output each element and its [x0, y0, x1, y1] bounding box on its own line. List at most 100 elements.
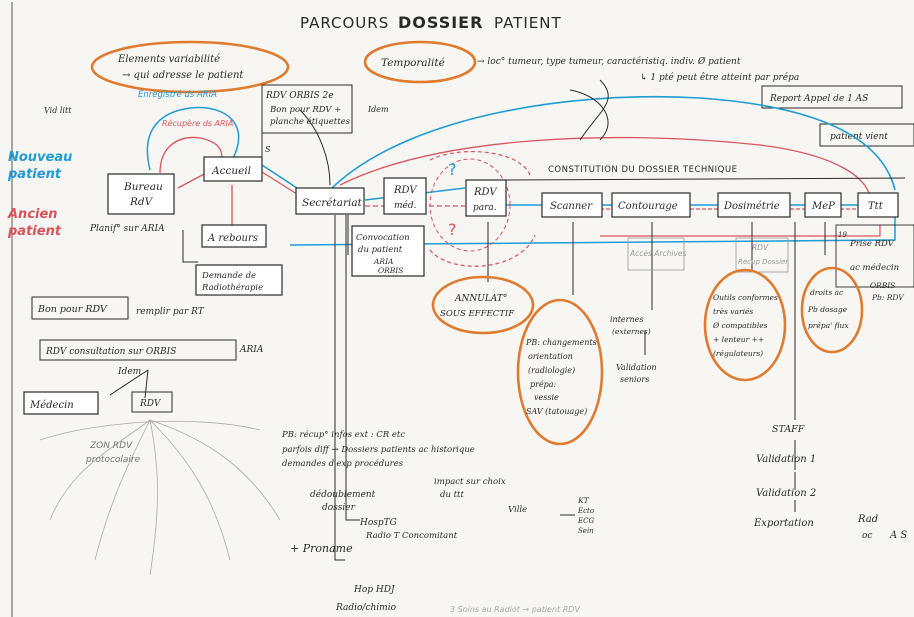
qui-adresse-text: → qui adresse le patient: [122, 70, 244, 81]
droits-line2: Pb dosage: [807, 305, 848, 314]
medecin-box: [23, 391, 99, 415]
radio-concomitant-text: Radio T Concomitant: [365, 531, 458, 541]
elements-variabilite-text: Elements variabilité: [117, 54, 220, 65]
exportation-text: Exportation: [753, 518, 814, 529]
scanner-label: Scanner: [550, 201, 593, 212]
patient-vient-text: patient vient: [830, 132, 888, 142]
pb-recup-line3: demandes d'exp procédures: [282, 458, 404, 469]
rdv-consult-text: RDV consultation sur ORBIS: [45, 347, 176, 357]
outils-line2: très variés: [713, 307, 753, 316]
convocation-line2: du patient: [358, 245, 403, 255]
outils-line5: (régulateurs): [713, 349, 763, 358]
red-recupere-loop: [159, 136, 223, 174]
dedoublement-line2: dossier: [322, 503, 356, 513]
bureau-rdv-line1: Bureau: [123, 181, 163, 193]
rdv-small-box: [131, 391, 173, 413]
nouveau-legend-line2: patient: [7, 167, 62, 182]
annulat-line1: ANNULAT°: [454, 294, 507, 304]
acces-archives-text: Accès Archives: [629, 249, 687, 258]
pb-changements-oval: [516, 298, 604, 446]
bon-rdv-text: Bon pour RDV: [37, 304, 108, 315]
bon-rdv-box: [31, 296, 129, 320]
hosp-tg-text: HospTG: [359, 518, 397, 528]
rdv-recap-line1: RDV: [752, 243, 769, 252]
kt-line3: ECG: [577, 517, 594, 525]
rdv-med-box: [383, 177, 427, 215]
question-dashed-circle: [429, 158, 511, 252]
n-mark: 19: [838, 231, 847, 239]
rad-line2: oc: [862, 531, 872, 541]
pb-line1: PB: changements: [525, 338, 597, 347]
contourage-box: [611, 192, 691, 218]
zone-line2: protocolaire: [85, 455, 141, 465]
secretariat-box: [295, 187, 365, 215]
red-dashed-arc: [429, 150, 531, 176]
prise-rdv-box: [835, 224, 914, 288]
blue-enregistre-loop: [146, 106, 240, 171]
staff-text: STAFF: [772, 424, 805, 435]
rdv-med-line2: méd.: [394, 200, 417, 211]
pb-recup-line2: parfois diff → Dossiers patients ac hist…: [282, 445, 475, 455]
dossier-technique-label: CONSTITUTION DU DOSSIER TECHNIQUE: [548, 165, 737, 175]
internes-line1: internes: [610, 315, 643, 324]
internes-line2: (externes): [612, 327, 651, 336]
as-text: A S: [889, 530, 907, 541]
vid-left-text: Vid litt: [44, 106, 72, 115]
title-word-parcours: PARCOURS: [300, 14, 389, 32]
impact-line1: impact sur choix: [434, 477, 506, 487]
temporalite-oval: [363, 40, 477, 84]
orbis-right-1: ORBIS: [870, 281, 895, 290]
demande-line1: Demande de: [201, 271, 256, 281]
rdv-consult-box: [39, 339, 237, 361]
rdv-orbis-line1: RDV ORBIS 2e: [265, 91, 334, 101]
dosimetrie-box: [717, 192, 791, 218]
outils-line4: + lenteur ++: [713, 335, 764, 344]
enregistre-aria-text: Enregistré ds ARIA: [138, 89, 217, 100]
ancien-legend-line2: patient: [7, 224, 62, 239]
kt-line4: Sein: [578, 527, 594, 535]
pb-line6: SAV (tatouage): [526, 407, 587, 416]
report-appel-text: Report Appel de 1 AS: [769, 94, 868, 104]
dosimetrie-label: Dosimétrie: [723, 201, 780, 212]
rdv-recap-line2: Récup Dossier: [738, 258, 789, 266]
bottom-faint-text: 3 Soins au Radiot → patient RDV: [450, 605, 580, 614]
s-mark: S: [265, 145, 271, 154]
convocation-box: [351, 225, 425, 277]
temporalite-text: Temporalité: [381, 57, 445, 69]
question-mark-bottom: ?: [448, 220, 457, 239]
rdv-med-line1: RDV: [393, 185, 418, 196]
red-accueil-secretariat: [261, 171, 301, 197]
prise-rdv-line1: Prise RDV: [849, 239, 895, 249]
blue-accueil-secretariat: [261, 164, 301, 191]
droits-oval: [800, 266, 864, 354]
idem-top-text: Idem: [367, 105, 389, 114]
title-word-dossier: DOSSIER: [398, 13, 483, 32]
rdv-para-line2: para.: [473, 203, 497, 213]
kt-line2: Ecto: [577, 507, 594, 515]
secretariat-label: Secrétariat: [302, 197, 363, 209]
bureau-rdv-line2: RdV: [129, 196, 154, 208]
outils-line1: Outils conformes: [713, 293, 778, 302]
ttt-label: Ttt: [868, 201, 884, 212]
title-word-patient: PATIENT: [494, 14, 562, 32]
zone-line1: ZON RDV: [89, 441, 133, 451]
droits-line1: droits ac: [810, 288, 844, 297]
accueil-label: Accueil: [211, 165, 251, 177]
rdv-orbis-line2: Bon pour RDV +: [269, 105, 341, 115]
convocation-line3: ARIA: [373, 257, 394, 266]
demande-radiotherapie-box: [195, 264, 283, 296]
medecin-label: Médecin: [29, 400, 74, 411]
pb-line3: (radiologie): [528, 366, 575, 375]
red-dashed-arc-bottom: [429, 234, 536, 267]
hop-hdj-text: Hop HDJ: [353, 585, 396, 595]
kt-line1: KT: [577, 496, 590, 505]
rdv-para-line1: RDV: [473, 187, 498, 198]
scanner-box: [541, 192, 603, 218]
pb-recup-line1: PB: récup° infos ext : CR etc: [281, 429, 405, 440]
proname-text: + Proname: [290, 542, 353, 555]
rdv-small-label: RDV: [139, 399, 162, 409]
pb-line4: prépa:: [530, 380, 557, 389]
outils-line3: Ø compatibles: [712, 321, 768, 330]
red-top-loop: [339, 136, 871, 201]
